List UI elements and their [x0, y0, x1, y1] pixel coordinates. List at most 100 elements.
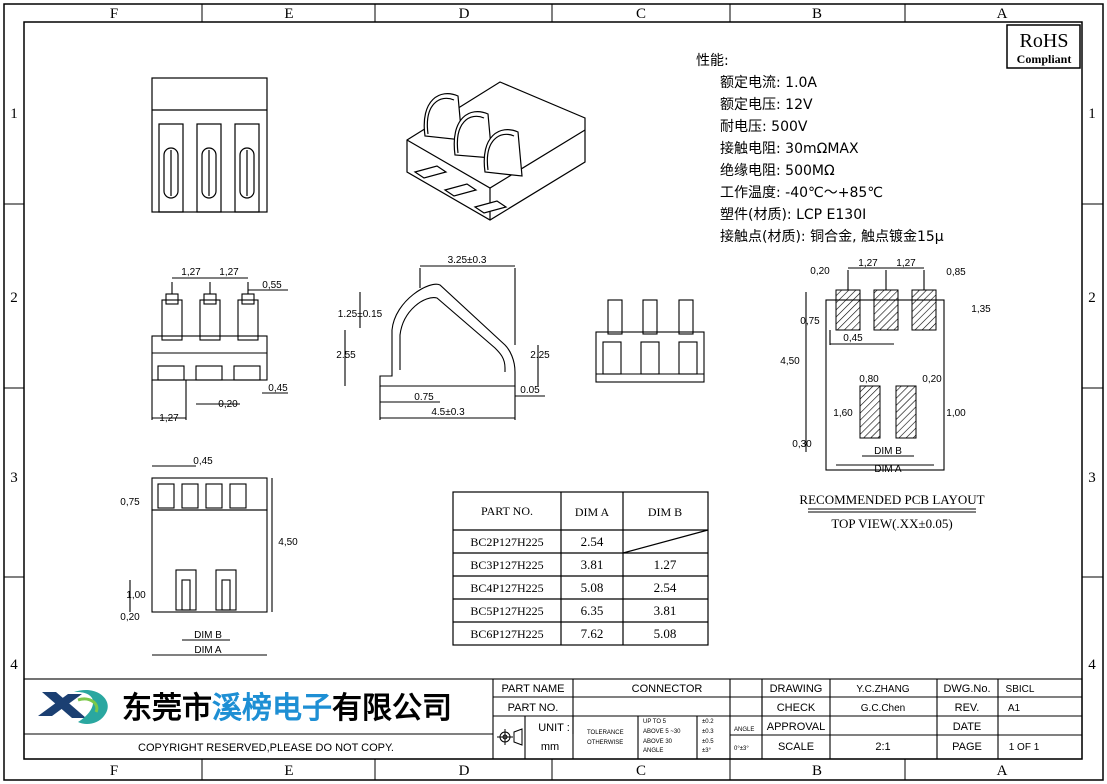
dim-label: DIM A	[194, 645, 222, 656]
company-name-brand: 溪榜电子	[212, 691, 332, 726]
table-cell: 3.81	[581, 557, 604, 572]
isometric-view-drawing	[406, 81, 586, 221]
drawing-label: DRAWING	[770, 683, 823, 695]
table-cell: 2.54	[654, 580, 677, 595]
dim-label: 0,80	[859, 374, 879, 385]
part-no-label: PART NO.	[508, 702, 559, 714]
dim-label: 1,27	[896, 258, 916, 269]
bottom-view-drawing	[129, 465, 273, 656]
angle-label: ANGLE	[734, 727, 754, 733]
part-number-table	[452, 491, 709, 646]
table-cell: 1.27	[654, 557, 677, 572]
col-label-f-bottom: F	[110, 763, 118, 779]
dim-label: 0.75	[414, 392, 434, 403]
row-label-4: 4	[10, 657, 18, 673]
page-label: PAGE	[952, 741, 982, 753]
company-name-suffix: 有限公司	[332, 691, 452, 726]
row-label-2: 2	[10, 290, 18, 306]
company-name: 东莞市溪榜电子有限公司	[122, 691, 452, 726]
dim-label: 0,45	[268, 383, 288, 394]
tol-line: ABOVE 5 ~30	[643, 729, 681, 735]
dim-label: 2.55	[336, 350, 356, 361]
col-label-c-bottom: C	[636, 763, 646, 779]
part-name-value: CONNECTOR	[632, 683, 703, 695]
tol-line: UP TO 5	[643, 719, 667, 725]
dim-label: 0,55	[262, 280, 282, 291]
dim-label: 2.25	[530, 350, 550, 361]
dim-label: 0,45	[843, 333, 863, 344]
rev-value: A1	[1008, 703, 1021, 714]
spec-line: 额定电压: 12V	[720, 97, 813, 113]
col-label-e: E	[284, 6, 293, 22]
dim-label: 1.25±0.15	[338, 309, 383, 320]
spec-line: 接触电阻: 30mΩMAX	[720, 140, 859, 157]
dim-label: 0,30	[792, 439, 812, 450]
date-label: DATE	[953, 721, 982, 733]
pcb-caption: RECOMMENDED PCB LAYOUT TOP VIEW(.XX±0.05…	[799, 492, 984, 531]
spec-line: 绝缘电阻: 500MΩ	[720, 163, 835, 179]
scale-value: 2:1	[875, 741, 890, 753]
check-label: CHECK	[777, 702, 816, 714]
dim-label: 4.5±0.3	[431, 407, 465, 418]
row-label-4-right: 4	[1088, 657, 1096, 673]
dim-label: 1,27	[219, 267, 239, 278]
table-cell: 5.08	[654, 626, 677, 641]
col-label-c: C	[636, 6, 646, 22]
dim-label: 0,45	[193, 456, 213, 467]
column-ticks	[4, 4, 1103, 780]
table-cell: 2.54	[581, 534, 604, 549]
rohs-subtitle: Compliant	[1017, 52, 1072, 66]
dim-label: 4,50	[780, 356, 800, 367]
tol-value: ±3°	[702, 748, 712, 754]
col-label-a-bottom: A	[997, 763, 1008, 779]
spec-line: 耐电压: 500V	[720, 119, 808, 135]
tol-value: ±0.3	[702, 729, 714, 735]
rev-label: REV.	[955, 702, 980, 714]
dim-label: 1,00	[126, 590, 146, 601]
col-label-e-bottom: E	[284, 763, 293, 779]
table-header-dim-a: DIM A	[575, 505, 610, 519]
row-label-1-right: 1	[1088, 106, 1096, 122]
table-cell: BC5P127H225	[470, 604, 543, 618]
outer-border	[3, 3, 1104, 781]
dim-label: 0,20	[922, 374, 942, 385]
tol-value: ±0.2	[702, 719, 714, 725]
dim-label: 0,85	[946, 267, 966, 278]
dim-label: 0,75	[120, 497, 140, 508]
page-value: 1 OF 1	[1009, 742, 1040, 753]
row-label-3-right: 3	[1088, 470, 1096, 486]
scale-label: SCALE	[778, 741, 814, 753]
dim-label: DIM A	[874, 464, 902, 475]
dim-label: 0,20	[810, 266, 830, 277]
dwg-label: DWG.No.	[943, 683, 990, 695]
dim-label: 0.05	[520, 385, 540, 396]
table-cell: BC4P127H225	[470, 581, 543, 595]
table-header-part-no: PART NO.	[481, 504, 533, 518]
table-cell: BC6P127H225	[470, 627, 543, 641]
spec-line: 工作温度: -40℃～+85℃	[720, 185, 883, 201]
company-name-prefix: 东莞市	[122, 691, 212, 726]
pcb-layout-drawing	[805, 267, 945, 471]
col-label-d: D	[459, 6, 470, 22]
table-header-dim-b: DIM B	[648, 505, 682, 519]
dim-label: 1,60	[833, 408, 853, 419]
col-label-a: A	[997, 6, 1008, 22]
dim-label: 1,27	[858, 258, 878, 269]
dim-label: 1,27	[181, 267, 201, 278]
dim-label: 0,20	[120, 612, 140, 623]
tolerance-label: TOLERANCE	[587, 730, 624, 736]
top-view-drawing	[151, 77, 268, 213]
dim-label: DIM B	[194, 630, 222, 641]
spec-line: 塑件(材质): LCP E130I	[720, 207, 866, 223]
col-label-d-bottom: D	[459, 763, 470, 779]
unit-label: UNIT :	[538, 722, 570, 734]
tol-value: ±0.5	[702, 739, 714, 745]
dim-label: 3.25±0.3	[448, 255, 487, 266]
row-label-3: 3	[10, 470, 18, 486]
check-value: G.C.Chen	[861, 703, 905, 714]
angle-value: 0°±3°	[734, 746, 749, 752]
pcb-caption-sub: TOP VIEW(.XX±0.05)	[831, 516, 952, 531]
otherwise-label: OTHERWISE	[587, 740, 623, 746]
end-view-drawing	[595, 299, 705, 383]
table-cell: BC2P127H225	[470, 535, 543, 549]
